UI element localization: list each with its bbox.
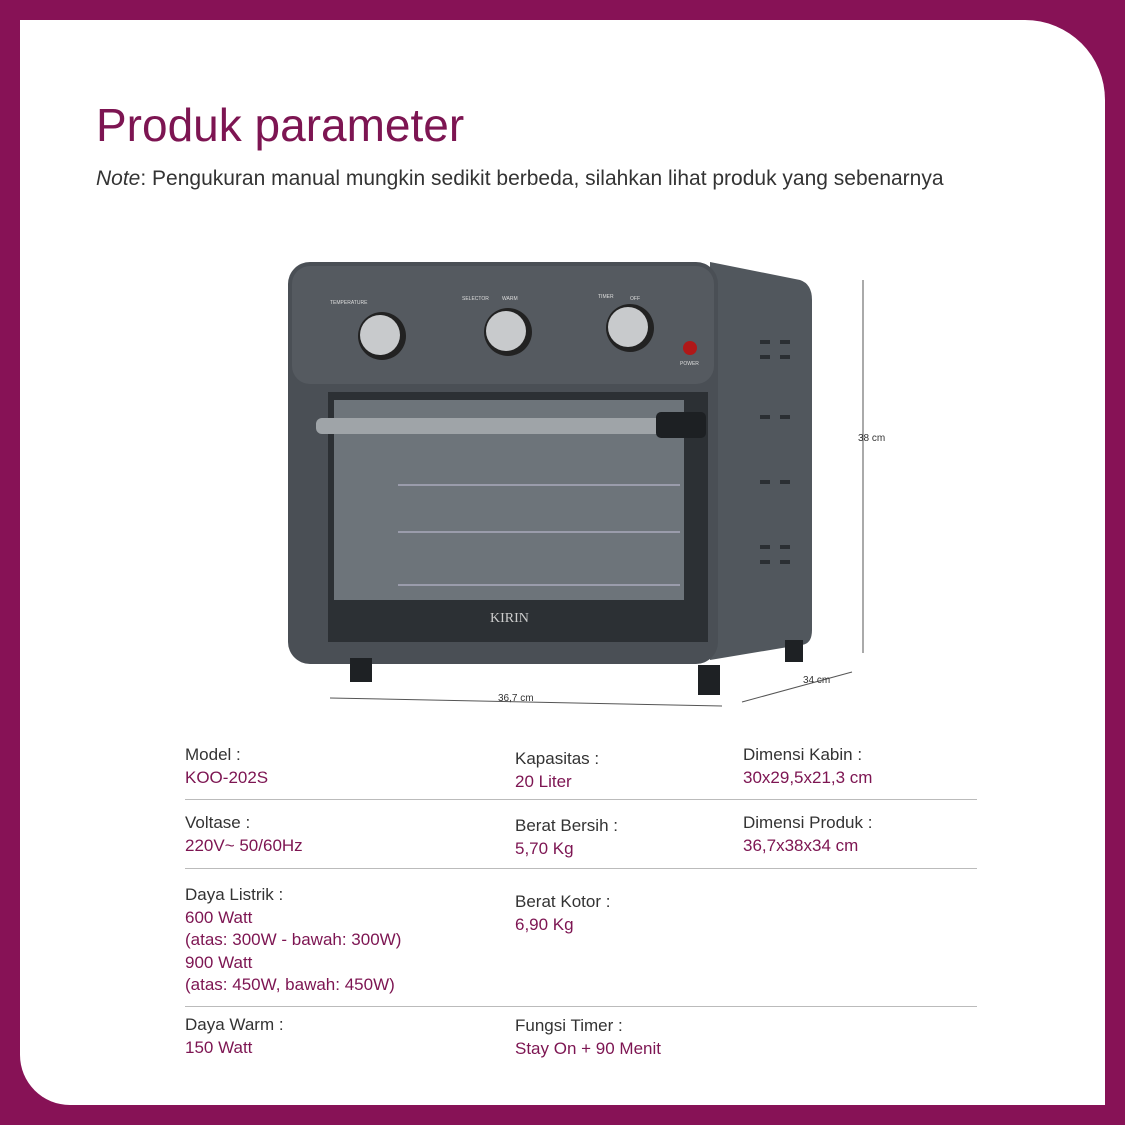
svg-text:OFF: OFF	[630, 296, 640, 302]
divider	[185, 1006, 977, 1007]
note-label: Note	[96, 167, 141, 190]
spec-net-weight: Berat Bersih :5,70 Kg	[515, 816, 618, 858]
svg-text:TEMPERATURE: TEMPERATURE	[330, 300, 368, 306]
divider	[185, 868, 977, 869]
dim-depth: 34 cm	[803, 675, 831, 686]
dim-height: 38 cm	[858, 433, 886, 444]
note: Note: Pengukuran manual mungkin sedikit …	[96, 167, 944, 191]
note-text: : Pengukuran manual mungkin sedikit berb…	[140, 167, 944, 190]
svg-text:WARM: WARM	[502, 296, 518, 302]
svg-text:TIMER: TIMER	[598, 294, 614, 300]
spec-timer: Fungsi Timer :Stay On + 90 Menit	[515, 1016, 661, 1058]
power-light	[683, 341, 697, 355]
knob-temperature	[358, 312, 406, 360]
spec-product-dim: Dimensi Produk :36,7x38x34 cm	[743, 813, 873, 855]
divider	[185, 799, 977, 800]
brand-logo: KIRIN	[490, 611, 529, 626]
page-title: Produk parameter	[96, 99, 465, 151]
vent-slots	[760, 340, 790, 564]
knob-timer	[606, 304, 654, 352]
spec-gross-weight: Berat Kotor :6,90 Kg	[515, 892, 611, 934]
spec-voltage: Voltase :220V~ 50/60Hz	[185, 813, 303, 855]
spec-cabin-dim: Dimensi Kabin :30x29,5x21,3 cm	[743, 745, 873, 787]
product-card: Produk parameter Note: Pengukuran manual…	[20, 20, 1105, 1105]
spec-warm-power: Daya Warm :150 Watt	[185, 1015, 284, 1057]
spec-power: Daya Listrik :600 Watt(atas: 300W - bawa…	[185, 885, 402, 994]
dim-width: 36,7 cm	[498, 693, 534, 704]
oven-image: TEMPERATURE SELECTOR WARM TIMER OFF POWE…	[288, 262, 864, 707]
svg-text:POWER: POWER	[680, 361, 699, 367]
spec-capacity: Kapasitas :20 Liter	[515, 749, 600, 791]
spec-model: Model :KOO-202S	[185, 745, 269, 787]
knob-selector	[484, 308, 532, 356]
svg-text:SELECTOR: SELECTOR	[462, 296, 489, 302]
